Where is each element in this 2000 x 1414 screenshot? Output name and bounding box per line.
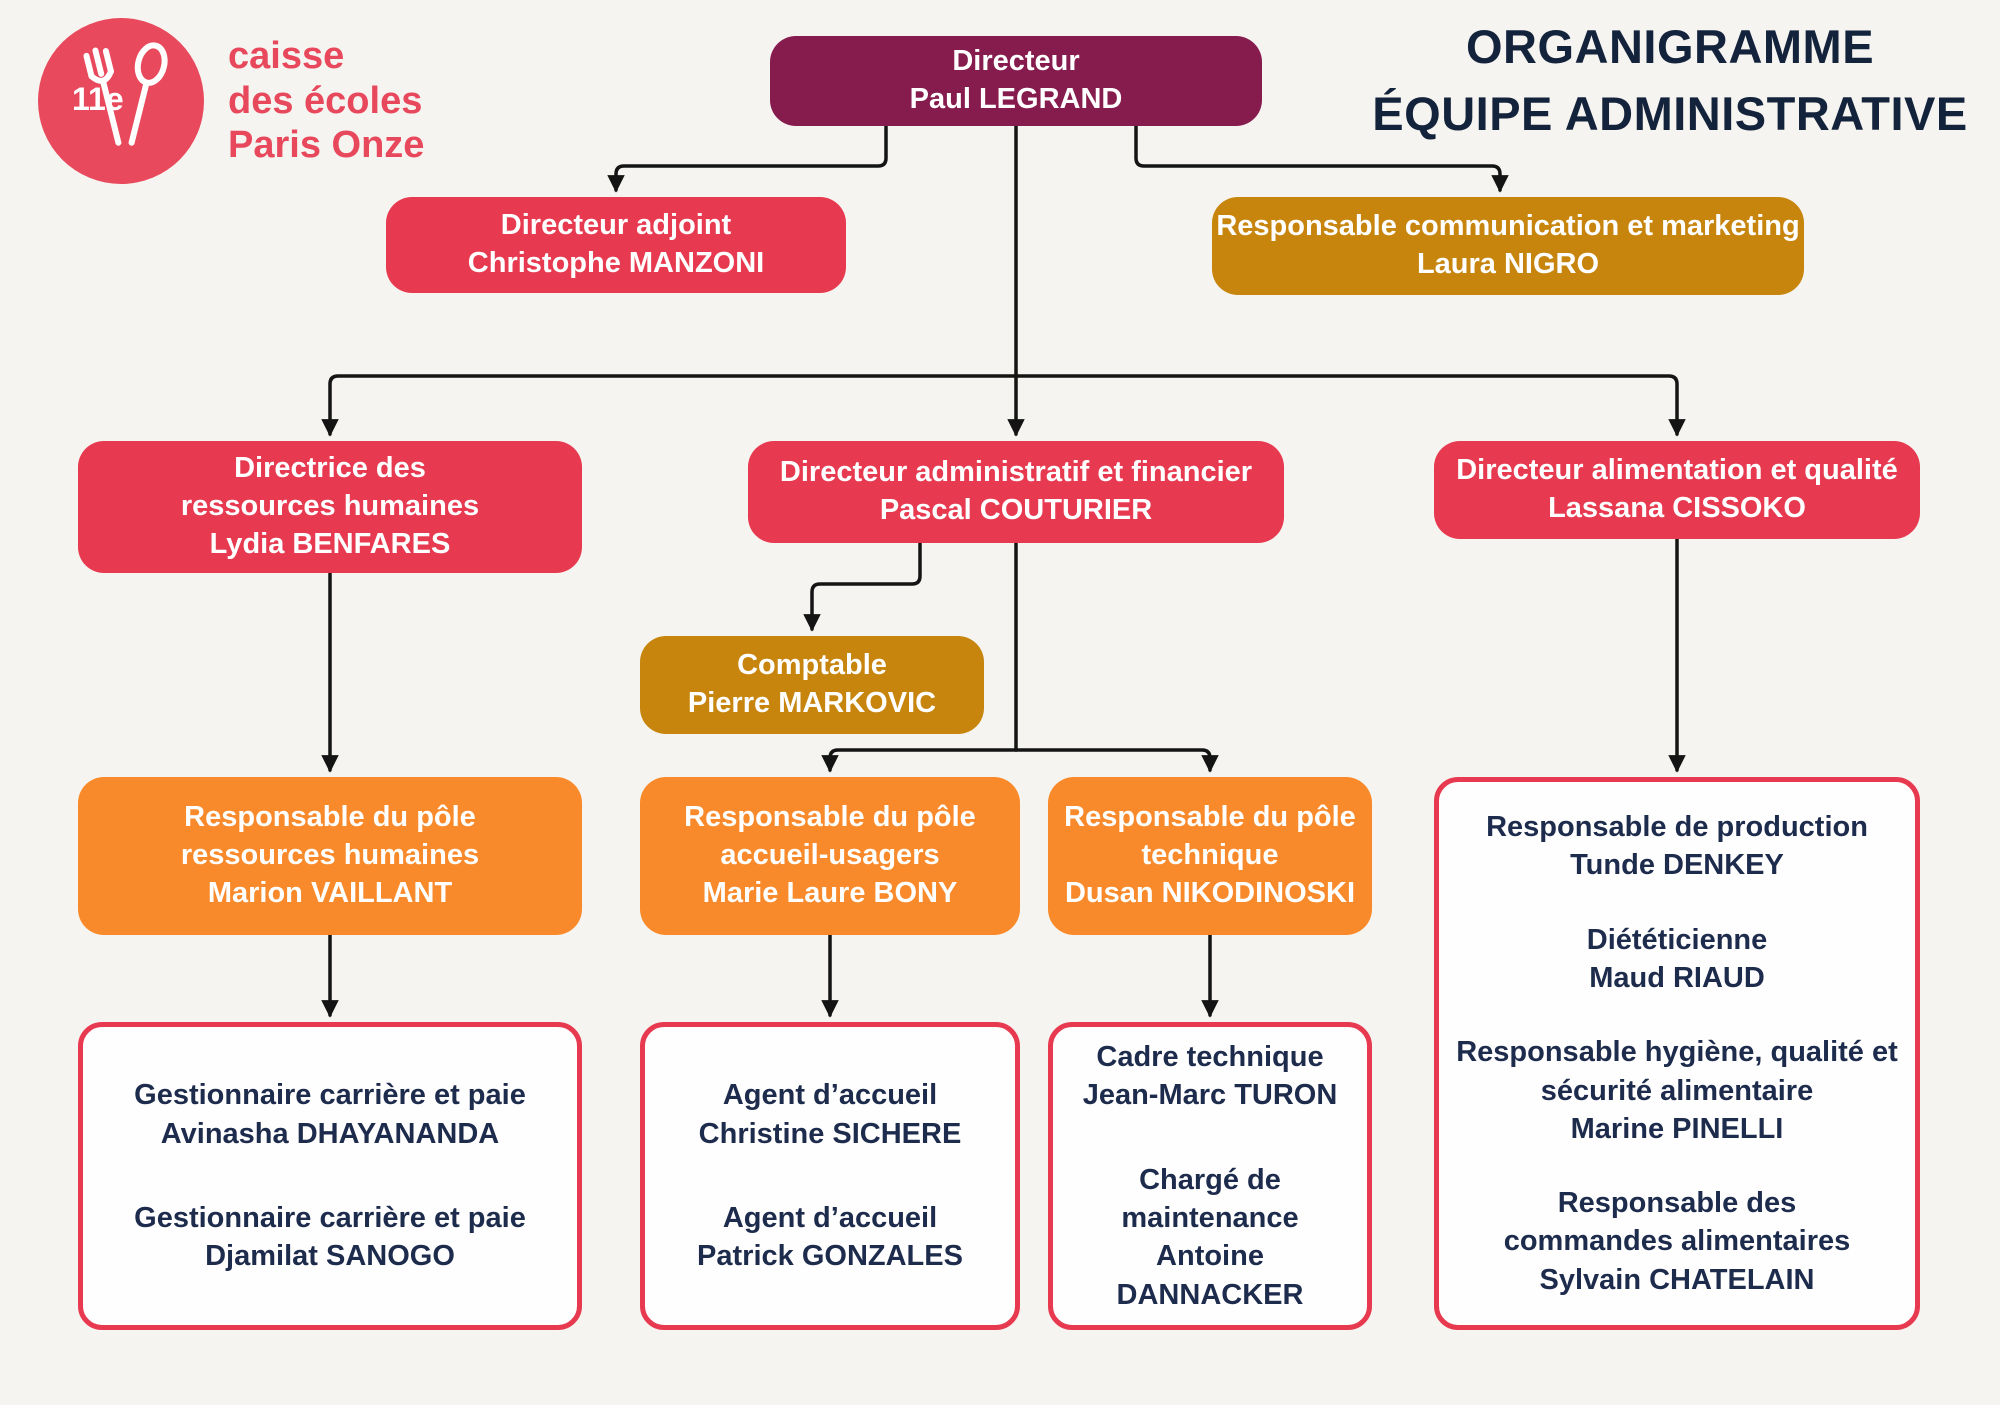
brand-text: caisse des écoles Paris Onze bbox=[228, 34, 424, 167]
brand-line2: des écoles bbox=[228, 79, 423, 122]
brand: 11e caisse des écoles Paris Onze bbox=[36, 16, 424, 186]
staff-entry: Responsable hygiène, qualité et sécurité… bbox=[1454, 1033, 1900, 1148]
staff-entry: Diététicienne Maud RIAUD bbox=[1587, 921, 1768, 998]
fork-icon bbox=[83, 47, 122, 146]
node-title: Comptable bbox=[737, 649, 887, 682]
staff-entry: Chargé de maintenance Antoine DANNACKER bbox=[1069, 1161, 1351, 1314]
node-name: Christophe MANZONI bbox=[467, 247, 765, 279]
connector-directeur-adjoint bbox=[607, 124, 888, 193]
staff-entry: Gestionnaire carrière et paie Avinasha D… bbox=[134, 1076, 526, 1153]
node-name: Lassana CISSOKO bbox=[1548, 492, 1806, 524]
bottom-strip bbox=[0, 1405, 2000, 1414]
staff-entry: Agent d’accueil Christine SICHERE bbox=[699, 1076, 962, 1153]
node-name: Marion VAILLANT bbox=[207, 876, 453, 909]
node-drh: Directrice des ressources humaines Lydia… bbox=[78, 441, 582, 573]
staff-name: Marine PINELLI bbox=[1570, 1112, 1784, 1145]
staff-name: Tunde DENKEY bbox=[1570, 849, 1784, 882]
staff-title: Cadre technique bbox=[1096, 1041, 1324, 1074]
staff-title: Diététicienne bbox=[1586, 923, 1768, 956]
page-title-line1: ORGANIGRAMME bbox=[1465, 20, 1875, 73]
group-rh-staff: Gestionnaire carrière et paie Avinasha D… bbox=[78, 1022, 582, 1330]
brand-logo: 11e bbox=[38, 18, 204, 184]
node-title: Directeur adjoint bbox=[500, 209, 732, 242]
staff-entry: Responsable des commandes alimentaires S… bbox=[1501, 1184, 1853, 1299]
staff-title: Chargé de maintenance bbox=[1121, 1163, 1299, 1234]
node-communication: Responsable communication et marketing L… bbox=[1212, 197, 1804, 295]
node-directeur: Directeur Paul LEGRAND bbox=[770, 36, 1262, 126]
staff-name: Djamilat SANOGO bbox=[205, 1240, 455, 1273]
node-pole-technique: Responsable du pôle technique Dusan NIKO… bbox=[1048, 777, 1372, 935]
spoon-icon bbox=[128, 42, 168, 146]
node-pole-rh: Responsable du pôle ressources humaines … bbox=[78, 777, 582, 935]
connector-daf-comptable bbox=[803, 541, 922, 632]
staff-title: Responsable de production bbox=[1486, 811, 1868, 844]
page-title: ORGANIGRAMME ÉQUIPE ADMINISTRATIVE bbox=[1340, 14, 2000, 147]
staff-title: Responsable des commandes alimentaires bbox=[1503, 1187, 1851, 1258]
staff-name: Antoine DANNACKER bbox=[1116, 1240, 1304, 1311]
node-title: Directeur alimentation et qualité bbox=[1456, 454, 1898, 487]
staff-entry: Agent d’accueil Patrick GONZALES bbox=[697, 1199, 963, 1276]
node-name: Paul LEGRAND bbox=[909, 83, 1123, 115]
node-name: Pierre MARKOVIC bbox=[687, 687, 937, 719]
brand-line1: caisse bbox=[228, 35, 345, 78]
node-name: Lydia BENFARES bbox=[209, 527, 451, 560]
group-alimentation-staff: Responsable de production Tunde DENKEY D… bbox=[1434, 777, 1920, 1330]
staff-entry: Gestionnaire carrière et paie Djamilat S… bbox=[134, 1199, 526, 1276]
staff-name: Avinasha DHAYANANDA bbox=[160, 1117, 500, 1150]
brand-line3: Paris Onze bbox=[228, 124, 425, 167]
staff-title: Gestionnaire carrière et paie bbox=[134, 1202, 526, 1234]
staff-name: Patrick GONZALES bbox=[697, 1240, 963, 1273]
node-title: Responsable du pôle accueil-usagers bbox=[684, 801, 976, 872]
logo-badge: 11e bbox=[72, 81, 124, 117]
node-directeur-adjoint: Directeur adjoint Christophe MANZONI bbox=[386, 197, 846, 293]
node-name: Laura NIGRO bbox=[1416, 248, 1600, 280]
page-title-line2: ÉQUIPE ADMINISTRATIVE bbox=[1372, 86, 1968, 140]
node-daq: Directeur alimentation et qualité Lassan… bbox=[1434, 441, 1920, 539]
staff-title: Responsable hygiène, qualité et sécurité… bbox=[1456, 1036, 1898, 1107]
node-title: Responsable communication et marketing bbox=[1216, 210, 1800, 243]
connector-split-technique bbox=[1014, 748, 1219, 773]
node-comptable: Comptable Pierre MARKOVIC bbox=[640, 636, 984, 734]
node-pole-accueil: Responsable du pôle accueil-usagers Mari… bbox=[640, 777, 1020, 935]
node-name: Dusan NIKODINOSKI bbox=[1064, 876, 1356, 909]
staff-name: Christine SICHERE bbox=[698, 1117, 962, 1150]
connector-branch-drh bbox=[321, 374, 1018, 437]
staff-entry: Responsable de production Tunde DENKEY bbox=[1486, 808, 1868, 885]
node-title: Directrice des ressources humaines bbox=[180, 452, 480, 523]
node-title: Responsable du pôle ressources humaines bbox=[180, 801, 480, 872]
staff-name: Maud RIAUD bbox=[1589, 961, 1765, 994]
connector-branch-daq bbox=[1014, 374, 1686, 437]
node-title: Directeur administratif et financier bbox=[779, 456, 1253, 489]
staff-title: Agent d’accueil bbox=[722, 1202, 938, 1234]
node-name: Marie Laure BONY bbox=[702, 876, 958, 909]
node-name: Pascal COUTURIER bbox=[879, 494, 1153, 526]
node-title: Responsable du pôle technique bbox=[1064, 801, 1356, 872]
staff-name: Jean-Marc TURON bbox=[1082, 1079, 1338, 1112]
staff-title: Agent d’accueil bbox=[722, 1079, 938, 1112]
node-daf: Directeur administratif et financier Pas… bbox=[748, 441, 1284, 543]
node-title: Directeur bbox=[952, 45, 1080, 78]
staff-title: Gestionnaire carrière et paie bbox=[134, 1079, 526, 1112]
group-technique-staff: Cadre technique Jean-Marc TURON Chargé d… bbox=[1048, 1022, 1372, 1330]
group-accueil-staff: Agent d’accueil Christine SICHERE Agent … bbox=[640, 1022, 1020, 1330]
connector-split-accueil bbox=[821, 748, 1018, 773]
staff-name: Sylvain CHATELAIN bbox=[1539, 1263, 1815, 1296]
staff-entry: Cadre technique Jean-Marc TURON bbox=[1083, 1038, 1338, 1115]
